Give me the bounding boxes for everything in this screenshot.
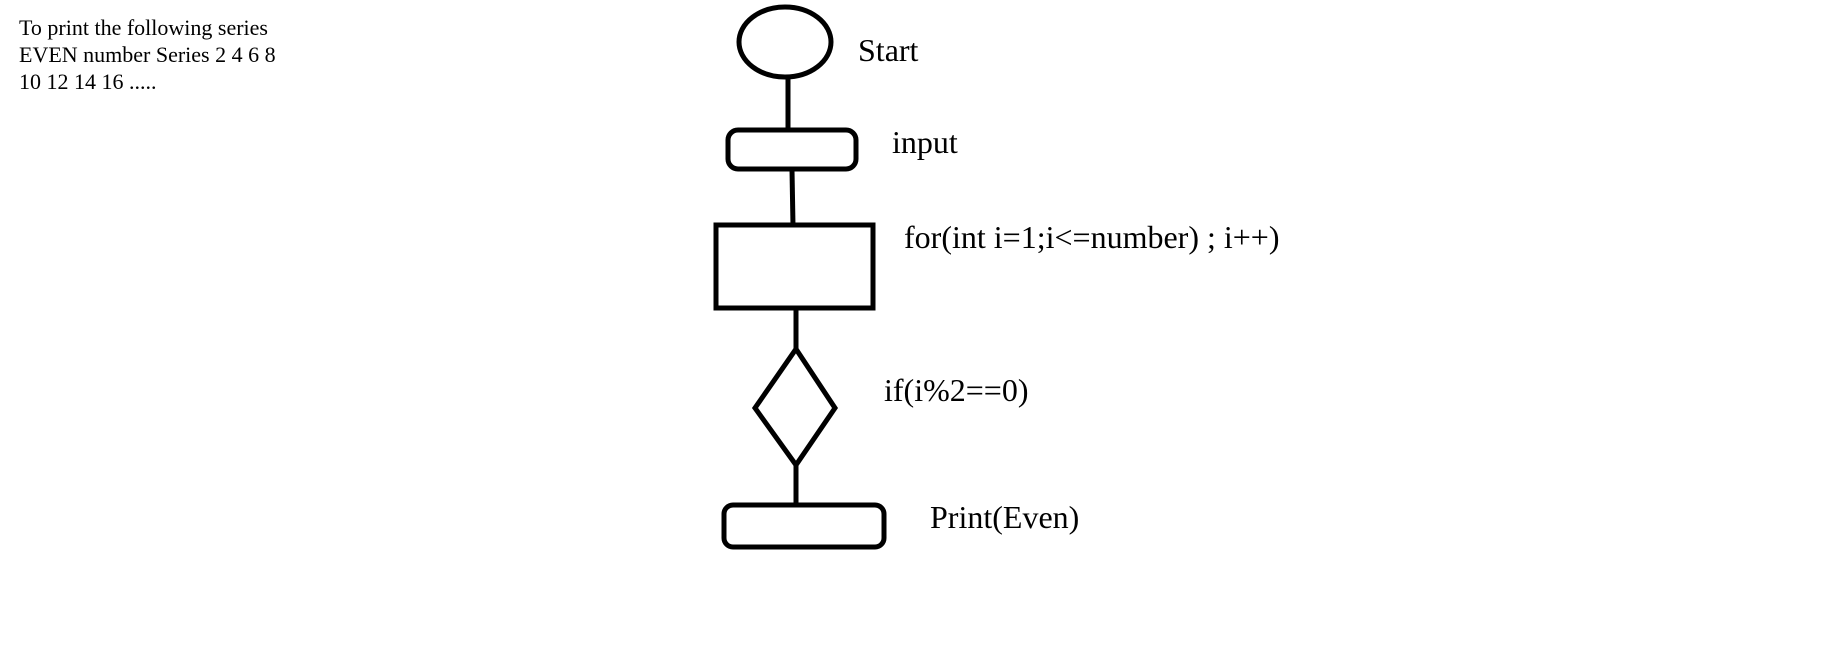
loop-label: for(int i=1;i<=number) ; i++) — [904, 219, 1280, 255]
loop-process-box — [713, 222, 876, 311]
print-rounded-box — [721, 502, 887, 550]
print-label: Print(Even) — [930, 499, 1080, 535]
problem-description: To print the following series EVEN numbe… — [19, 15, 276, 94]
condition-diamond — [751, 344, 839, 470]
start-oval — [736, 4, 834, 80]
input-rounded-box — [725, 127, 859, 172]
condition-label: if(i%2==0) — [884, 372, 1029, 408]
input-label: input — [892, 124, 958, 160]
edge-input-loop — [789, 169, 796, 227]
start-label: Start — [858, 32, 919, 68]
